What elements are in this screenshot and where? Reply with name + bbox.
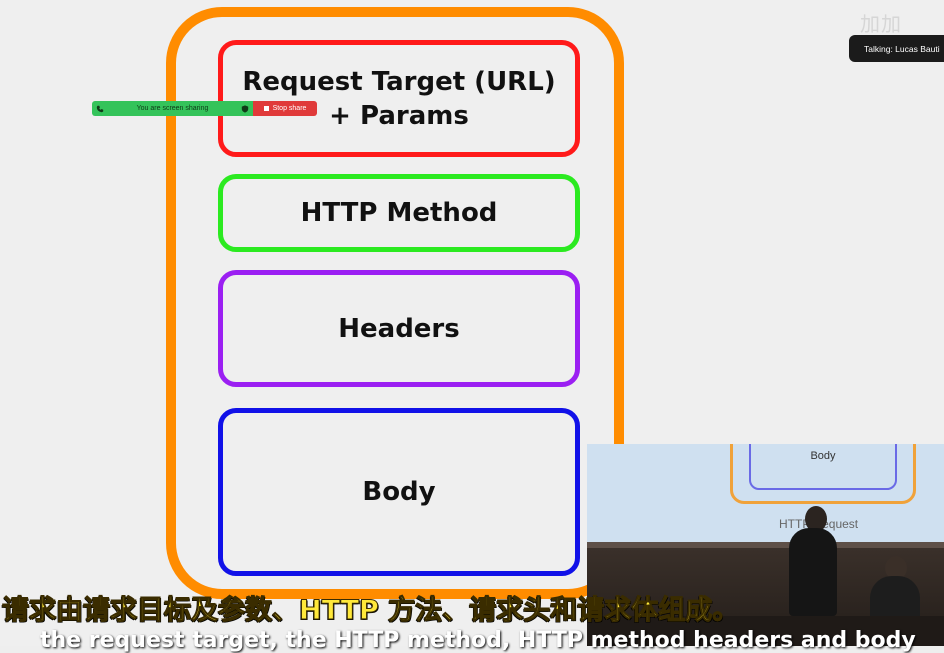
screen-share-bar: You are screen sharing Stop share (92, 101, 317, 116)
request-target-box: Request Target (URL) + Params (218, 40, 580, 157)
share-status-label: You are screen sharing (110, 105, 235, 112)
subtitle-english: the request target, the HTTP method, HTT… (40, 628, 916, 653)
share-status: You are screen sharing (92, 101, 253, 116)
projected-body-box: Body (749, 444, 897, 490)
http-method-box: HTTP Method (218, 174, 580, 252)
stop-share-label: Stop share (273, 105, 307, 112)
phone-icon (96, 105, 104, 113)
subtitle-chinese: 请求由请求目标及参数、HTTP 方法、请求头和请求体组成。 (2, 588, 739, 627)
stop-share-button[interactable]: Stop share (253, 101, 317, 116)
talking-label: Talking: Lucas Bauti (864, 44, 940, 54)
stop-icon (264, 106, 269, 111)
talking-indicator: Talking: Lucas Bauti (849, 35, 944, 62)
headers-box: Headers (218, 270, 580, 387)
body-box: Body (218, 408, 580, 576)
speaker-figure (789, 528, 837, 616)
projected-body-label: Body (810, 450, 835, 462)
shield-icon[interactable] (241, 105, 249, 113)
